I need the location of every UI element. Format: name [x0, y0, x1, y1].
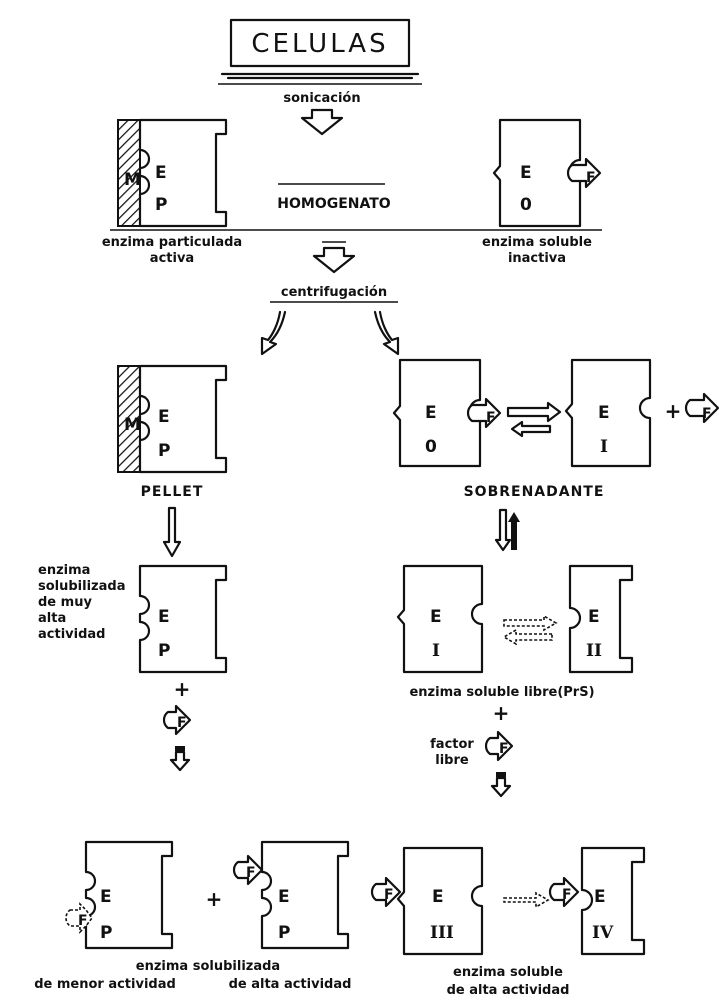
particulate-letter: P [158, 441, 170, 461]
plus-sign: + [493, 701, 510, 725]
factor-letter: F [78, 913, 88, 929]
soluble-inactive-caption-1: enzima soluble [482, 235, 592, 250]
cells-box: CELULAS [222, 20, 418, 78]
sonication-label: sonicación [283, 91, 360, 106]
soluble-inactive-caption-2: inactiva [508, 251, 566, 266]
enzyme-form-3: F E III [372, 848, 482, 954]
pellet-branch-arrow [262, 312, 285, 354]
factor-letter: F [586, 170, 596, 186]
bottom-right-caption-1: enzima soluble [453, 965, 563, 980]
plus-sign: + [206, 887, 223, 911]
solubilized-caption-5: actividad [38, 627, 105, 642]
particulate-caption-1: enzima particulada [102, 235, 242, 250]
pellet-enzyme: M E P [118, 366, 226, 472]
conversion-arrow-forward [504, 616, 556, 630]
down-arrow [496, 510, 510, 550]
solubilized-caption-4: alta [38, 611, 66, 626]
enzyme-letter: E [588, 607, 600, 627]
supernatant-branch-arrow [375, 312, 398, 354]
free-factor: F [686, 394, 718, 422]
enzyme-letter: E [594, 887, 606, 907]
solubilized-caption-1: enzima [38, 563, 90, 578]
form-label: I [600, 437, 608, 457]
solubilized-caption-3: de muy [38, 595, 92, 610]
high-activity-enzyme-left: F E P [234, 842, 348, 948]
enzyme-letter: E [430, 607, 442, 627]
free-factor-caption-1: factor [430, 737, 474, 752]
solubilized-caption-2: solubilizada [38, 579, 125, 594]
enzyme-letter: E [432, 887, 444, 907]
factor-letter: F [384, 887, 394, 903]
bottom-right-caption-2: de alta actividad [447, 983, 570, 998]
plus-sign: + [665, 399, 682, 423]
free-enzyme-form-2: E II [570, 566, 632, 672]
centrifugation-label: centrifugación [281, 285, 387, 300]
solubilization-arrow [164, 508, 180, 556]
particulate-caption-2: activa [150, 251, 194, 266]
particulate-enzyme: M E P [118, 120, 226, 226]
homogenate-label: HOMOGENATO [277, 196, 391, 212]
enzyme-letter: E [158, 607, 170, 627]
pellet-label: PELLET [141, 484, 204, 500]
plus-sign: + [174, 677, 191, 701]
association-arrow [512, 422, 550, 436]
bottom-left-caption-1: enzima solubilizada [136, 959, 280, 974]
inactive-letter: 0 [520, 195, 532, 215]
membrane-label: M [124, 170, 141, 190]
conversion-arrow-final [504, 893, 548, 907]
solubilized-enzyme: E P [140, 566, 226, 672]
factor-letter: F [177, 715, 187, 731]
particulate-letter: P [158, 641, 170, 661]
inactive-letter: 0 [425, 437, 437, 457]
lower-activity-enzyme: E P F [66, 842, 172, 948]
factor-addition-arrow [492, 778, 510, 796]
form-label: II [586, 641, 602, 661]
enzyme-letter: E [598, 403, 610, 423]
enzyme-letter: E [155, 163, 167, 183]
factor-letter: F [562, 887, 572, 903]
factor-letter: F [246, 865, 256, 881]
factor-addition-arrow [171, 752, 189, 770]
enzyme-letter: E [158, 407, 170, 427]
particulate-letter: P [100, 923, 112, 943]
form-label: IV [592, 923, 614, 943]
homogenate-arrow [314, 248, 354, 272]
factor-letter: F [486, 410, 496, 426]
enzyme-letter: E [520, 163, 532, 183]
conversion-arrow-back [504, 630, 552, 644]
form-label: I [432, 641, 440, 661]
up-arrow [508, 512, 520, 550]
bottom-left-caption-3: de alta actividad [229, 977, 352, 992]
enzyme-letter: E [425, 403, 437, 423]
bottom-left-caption-2: de menor actividad [34, 977, 176, 992]
cells-title: CELULAS [251, 29, 388, 59]
factor-letter: F [499, 741, 509, 757]
dissociation-arrow [508, 403, 560, 421]
supernatant-enzyme-free: E I [566, 360, 650, 466]
free-enzyme-form-1: E I [398, 566, 482, 672]
enzyme-form-4: F E IV [550, 848, 644, 954]
added-factor-right: F [486, 732, 512, 760]
particulate-letter: P [278, 923, 290, 943]
added-factor-left: F [164, 706, 190, 734]
soluble-inactive-enzyme: E 0 F [494, 120, 600, 226]
factor-letter: F [702, 406, 712, 422]
enzyme-letter: E [100, 887, 112, 907]
particulate-letter: P [155, 195, 167, 215]
sonication-arrow [302, 110, 342, 134]
membrane-label: M [124, 415, 141, 435]
free-soluble-caption: enzima soluble libre(PrS) [409, 685, 594, 700]
form-label: III [430, 923, 454, 943]
supernatant-label: SOBRENADANTE [464, 484, 605, 500]
enzyme-letter: E [278, 887, 290, 907]
free-factor-caption-2: libre [435, 753, 469, 768]
supernatant-enzyme-bound: E 0 F [394, 360, 500, 466]
